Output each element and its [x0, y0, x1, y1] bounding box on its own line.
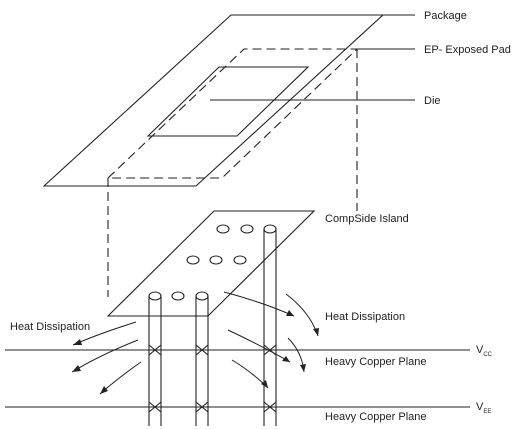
label-vee: VEE [476, 401, 491, 415]
exposed-pad-outline [106, 48, 359, 179]
via-hole [148, 291, 162, 301]
via-plane-junction [195, 401, 209, 413]
via-hole [171, 291, 185, 301]
arrowhead [73, 339, 82, 345]
label-die: Die [424, 95, 441, 107]
via-hole [195, 291, 209, 301]
arrowhead [286, 310, 294, 316]
heat-arrowheads [72, 310, 319, 394]
label-heat-dissipation-right: Heat Dissipation [325, 311, 405, 323]
heat-arrows [71, 291, 319, 395]
via-hole [209, 255, 223, 265]
via-hole [216, 224, 230, 234]
label-package: Package [424, 10, 467, 22]
label-copper-plane-top: Heavy Copper Plane [325, 356, 427, 368]
label-exposed-pad: EP- Exposed Pad [424, 44, 511, 56]
arrowhead [72, 365, 81, 372]
label-heat-dissipation-left: Heat Dissipation [10, 321, 90, 333]
via-plane-junction [148, 401, 162, 413]
label-vcc: VCC [476, 344, 493, 358]
compside-island-outline [106, 210, 316, 317]
via-hole [263, 224, 277, 234]
heat-arrow [223, 291, 295, 317]
arrowhead [300, 364, 306, 372]
via-hole [233, 255, 247, 265]
label-copper-plane-bottom: Heavy Copper Plane [325, 411, 427, 423]
via-plane-junction [263, 401, 277, 413]
arrowhead [100, 386, 108, 394]
label-compside-island: CompSide Island [325, 213, 409, 225]
heat-arrow [227, 329, 291, 363]
die-outline [146, 66, 310, 137]
arrowhead [313, 328, 319, 336]
via-hole [240, 224, 254, 234]
arrowhead [282, 356, 290, 362]
via-plane-junction [148, 344, 162, 356]
arrowhead [261, 380, 268, 388]
via-hole [186, 255, 200, 265]
via-plane-junction [195, 344, 209, 356]
